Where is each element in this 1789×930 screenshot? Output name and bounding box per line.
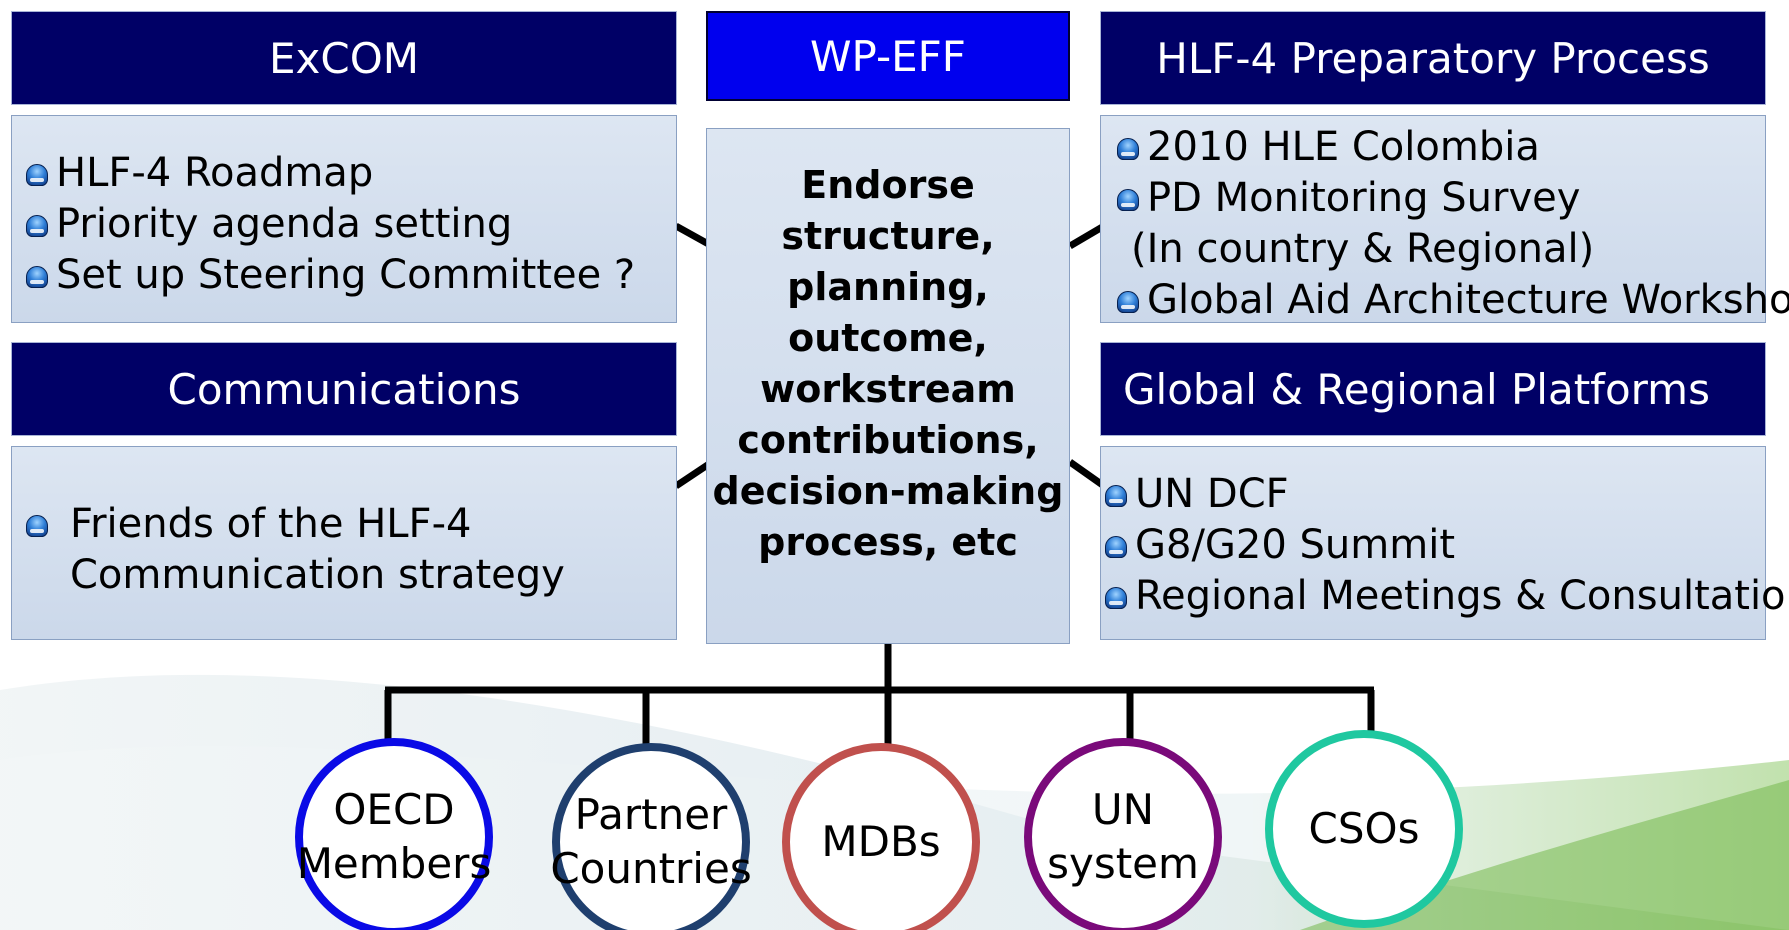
partner-countries-circle: Partner Countries xyxy=(550,743,752,930)
excom-header: ExCOM xyxy=(11,11,677,105)
hlf4-panel: 2010 HLE Colombia PD Monitoring Survey (… xyxy=(1100,115,1789,326)
bullet-icon xyxy=(1105,587,1127,609)
wp-eff-header: WP-EFF xyxy=(706,11,1070,101)
list-item: G8/G20 Summit xyxy=(1105,520,1765,571)
list-item: Priority agenda setting xyxy=(26,199,676,250)
list-item: Regional Meetings & Consultation xyxy=(1105,571,1789,622)
oecd-members-circle: OECD Members xyxy=(295,738,493,930)
bullet-icon xyxy=(1117,291,1139,313)
bullet-icon xyxy=(26,164,48,186)
bullet-icon xyxy=(26,215,48,237)
excom-list: HLF-4 Roadmap Priority agenda setting Se… xyxy=(26,148,676,301)
bullet-icon xyxy=(1117,189,1139,211)
mdbs-circle: MDBs xyxy=(782,743,980,930)
list-item: Set up Steering Committee ? xyxy=(26,250,676,301)
list-item: Global Aid Architecture Workshop xyxy=(1117,275,1789,326)
excom-panel: HLF-4 Roadmap Priority agenda setting Se… xyxy=(11,115,677,323)
bullet-icon xyxy=(1105,536,1127,558)
communications-list: Friends of the HLF-4 Communication strat… xyxy=(26,499,676,601)
list-item: 2010 HLE Colombia xyxy=(1117,122,1765,173)
platforms-header: Global & Regional Platforms xyxy=(1100,342,1766,436)
hlf4-list: 2010 HLE Colombia PD Monitoring Survey (… xyxy=(1117,122,1789,326)
wp-eff-panel xyxy=(706,128,1070,644)
bullet-icon xyxy=(1105,485,1127,507)
csos-circle: CSOs xyxy=(1265,730,1463,928)
platforms-panel: UN DCF G8/G20 Summit Regional Meetings &… xyxy=(1100,446,1789,640)
communications-panel: Friends of the HLF-4 Communication strat… xyxy=(11,446,677,640)
list-item: UN DCF xyxy=(1105,469,1765,520)
hlf4-header: HLF-4 Preparatory Process xyxy=(1100,11,1766,105)
list-item: Friends of the HLF-4 xyxy=(26,499,676,550)
bullet-icon xyxy=(1117,138,1139,160)
list-item: PD Monitoring Survey xyxy=(1117,173,1765,224)
communications-header: Communications xyxy=(11,342,677,436)
list-item-continuation: Communication strategy xyxy=(70,552,565,598)
wp-eff-description: Endorse structure, planning, outcome, wo… xyxy=(712,163,1064,564)
platforms-list: UN DCF G8/G20 Summit Regional Meetings &… xyxy=(1105,469,1789,622)
bullet-icon xyxy=(26,515,48,537)
un-system-circle: UN system xyxy=(1024,738,1222,930)
list-item-continuation: (In country & Regional) xyxy=(1131,226,1595,272)
list-item: HLF-4 Roadmap xyxy=(26,148,676,199)
bullet-icon xyxy=(26,266,48,288)
